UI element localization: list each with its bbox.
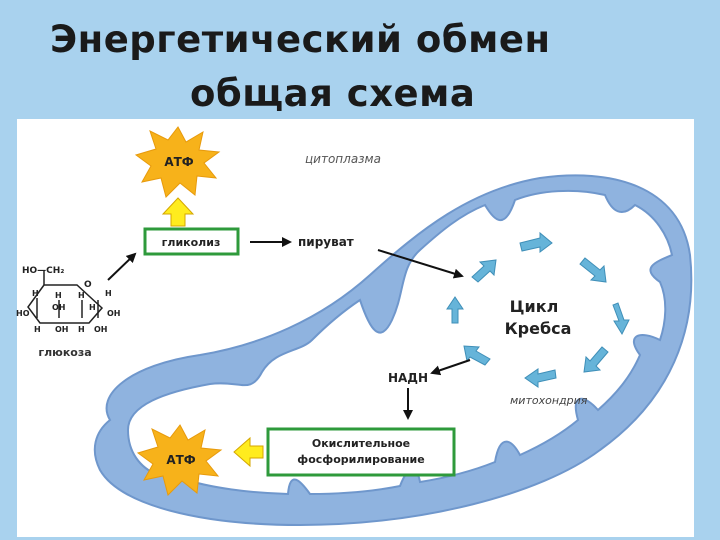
arrow-glucose-to-glycolysis [107,252,137,281]
glucose-h-6: H [34,325,41,334]
glucose-h-3: H [55,291,62,300]
glucose-structure [27,270,104,324]
krebs-arrow-1 [519,231,553,253]
glucose-h-2: H [105,289,112,298]
glucose-oh-4: OH [94,325,108,334]
arrow-to-krebs [377,249,464,279]
glycolysis-box [143,227,240,256]
slide-title-line-2: общая схема [190,72,476,115]
glucose-oh-1: OH [52,303,66,312]
glucose-ho-1: HO [16,309,30,318]
glucose-oh-2: OH [107,309,121,318]
pyruvate-label: пируват [298,235,354,249]
atp-star-bottom [136,424,223,496]
glucose-h-4: H [78,291,85,300]
oxphos-label-line-1: Окислительное [312,437,410,450]
arrow-krebs-to-nadh [430,359,471,376]
krebs-arrow-2 [579,257,607,283]
glucose-label: глюкоза [38,346,91,359]
atp-top-label: АТФ [164,155,193,169]
glucose-h-1: H [32,289,39,298]
krebs-arrow-6 [463,345,491,366]
glycolysis-label: гликолиз [162,236,221,249]
cytoplasm-label: цитоплазма [305,152,381,166]
krebs-arrow-7 [446,296,464,324]
glucose-ring-o: O [84,280,92,290]
krebs-arrow-3 [612,302,630,336]
slide-title-line-1: Энергетический обмен [50,18,551,61]
krebs-arrow-5 [524,368,557,388]
mitochondria-inner-space [126,189,674,496]
krebs-cycle-line-1: Цикл [510,297,559,316]
glucose-oh-3: OH [55,325,69,334]
oxphos-label-line-2: фосфорилирование [297,453,424,466]
left-arrow-icon [233,436,264,468]
krebs-cycle-line-2: Кребса [505,319,572,338]
atp-bottom-label: АТФ [166,453,195,467]
oxphos-box [266,427,456,477]
krebs-arrow-4 [583,346,609,373]
glucose-ch2: HO—CH₂ [22,266,64,276]
up-arrow-icon [161,197,195,227]
glucose-h-7: H [78,325,85,334]
nadh-label: НАДН [388,371,428,385]
atp-star-top [134,126,221,198]
glucose-h-5: H [89,303,96,312]
krebs-arrow-8 [471,259,497,283]
krebs-cycle-arrows [446,231,630,388]
mitochondria-label: митохондрия [510,394,588,407]
